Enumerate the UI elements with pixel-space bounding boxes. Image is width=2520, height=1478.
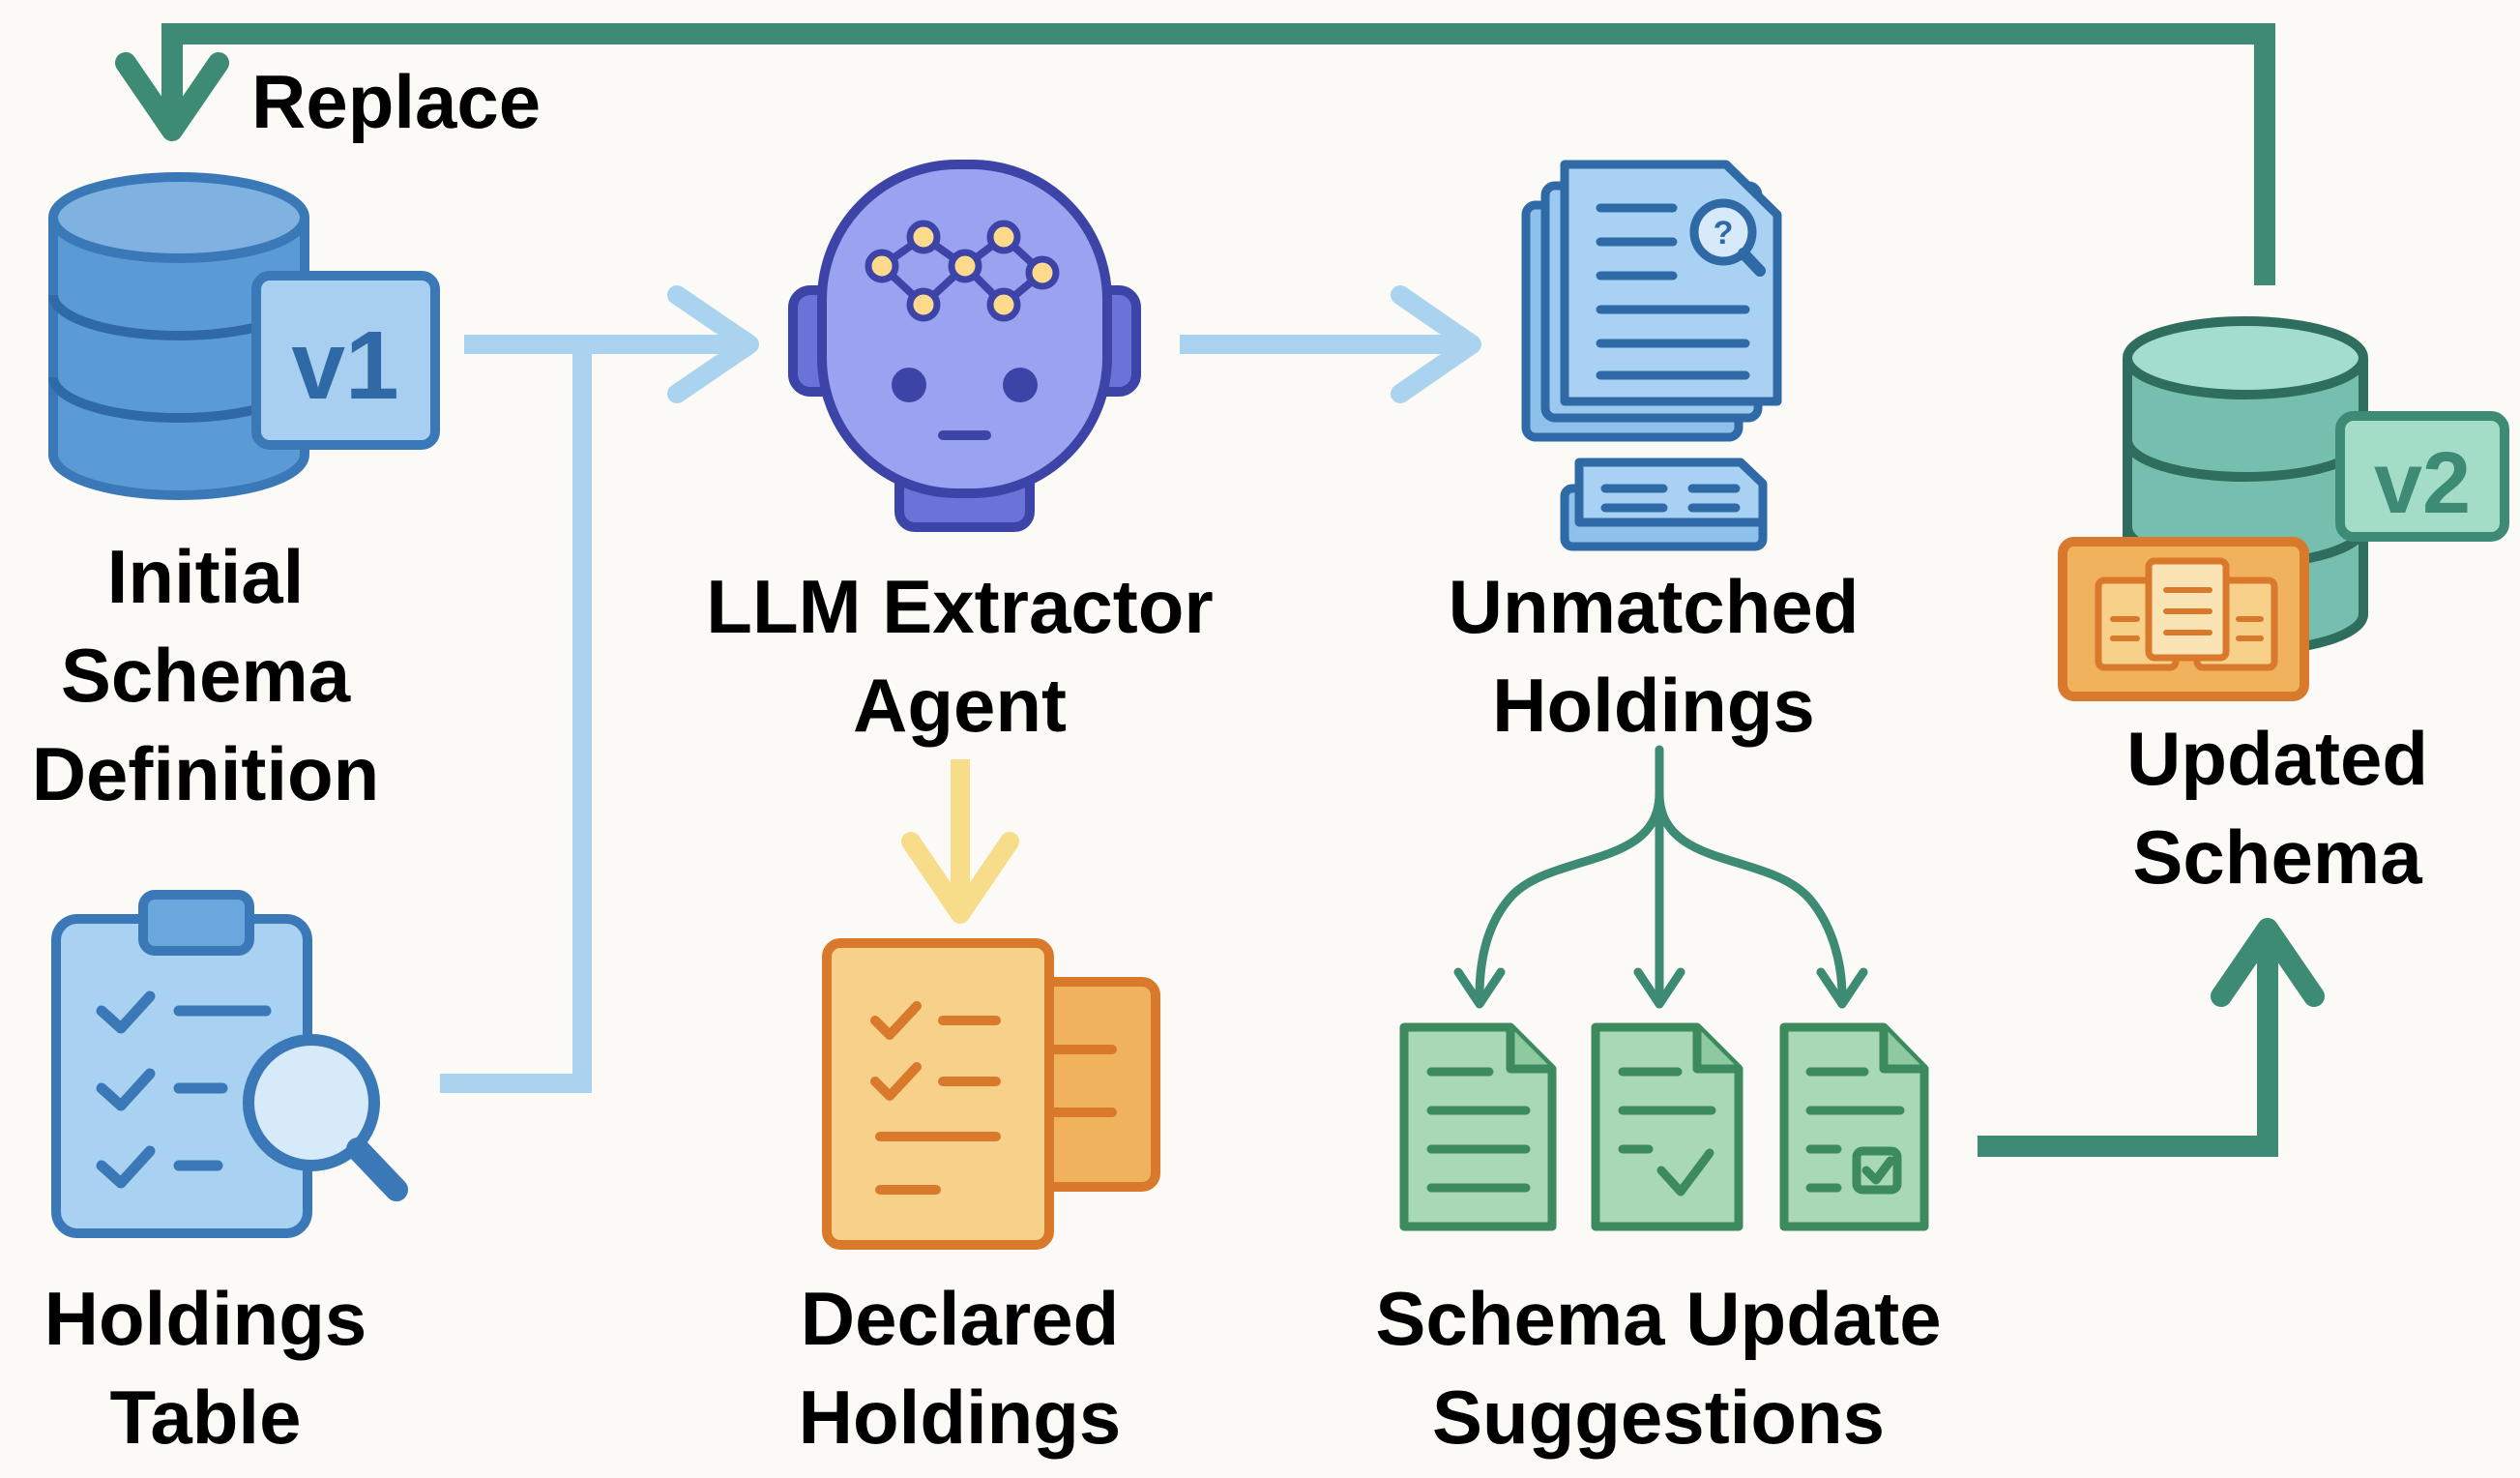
updated-schema-line-2: Schema: [2132, 814, 2422, 900]
initial-schema-line-3: Definition: [31, 731, 380, 816]
replace-label-text: Replace: [251, 59, 542, 144]
input-merge-arrow: [440, 285, 759, 1093]
v1-badge: v1: [251, 271, 440, 450]
agent-to-declared-arrow: [901, 759, 1019, 924]
svg-text:v2: v2: [2374, 435, 2471, 532]
suggestions-to-updated-arrow: [1978, 918, 2325, 1157]
initial-schema-label: Initial Schema Definition: [0, 527, 411, 823]
llm-agent-line-2: Agent: [853, 663, 1067, 748]
schema-suggestions-line-2: Suggestions: [1431, 1375, 1886, 1460]
declared-holdings-line-1: Declared: [800, 1276, 1120, 1361]
svg-text:v1: v1: [291, 311, 398, 420]
updated-schema-label: Updated Schema: [2079, 709, 2476, 906]
replace-loop-arrow: [115, 23, 2275, 285]
holdings-table-clipboard-icon: [51, 890, 408, 1238]
updated-schema-documents-icon: [2058, 537, 2309, 701]
initial-schema-line-1: Initial: [106, 534, 305, 619]
unmatched-to-suggestions-arrows: [1453, 745, 1868, 1009]
schema-suggestions-label: Schema Update Suggestions: [1320, 1269, 1997, 1466]
schema-suggestions-line-1: Schema Update: [1375, 1276, 1942, 1361]
unmatched-holdings-documents-icon: ?: [1521, 160, 1782, 551]
llm-agent-label: LLM Extractor Agent: [667, 557, 1252, 754]
holdings-table-line-1: Holdings: [44, 1276, 367, 1361]
robot-head-icon: [788, 160, 1141, 532]
declared-holdings-label: Declared Holdings: [764, 1269, 1156, 1466]
declared-holdings-line-2: Holdings: [798, 1375, 1122, 1460]
unmatched-holdings-label: Unmatched Holdings: [1412, 557, 1895, 754]
unmatched-holdings-line-1: Unmatched: [1448, 564, 1860, 649]
agent-to-unmatched-arrow: [1180, 285, 1481, 403]
llm-agent-line-1: LLM Extractor: [706, 564, 1214, 649]
svg-text:?: ?: [1714, 215, 1734, 251]
holdings-table-line-2: Table: [109, 1375, 302, 1460]
declared-holdings-documents-icon: [822, 938, 1160, 1250]
holdings-table-label: Holdings Table: [0, 1269, 411, 1466]
updated-schema-line-1: Updated: [2126, 716, 2428, 801]
schema-suggestions-documents-icon: [1399, 1022, 1929, 1231]
replace-label: Replace: [251, 53, 541, 150]
unmatched-holdings-line-2: Holdings: [1492, 663, 1815, 748]
initial-schema-line-2: Schema: [60, 633, 351, 718]
v2-badge: v2: [2335, 411, 2509, 542]
